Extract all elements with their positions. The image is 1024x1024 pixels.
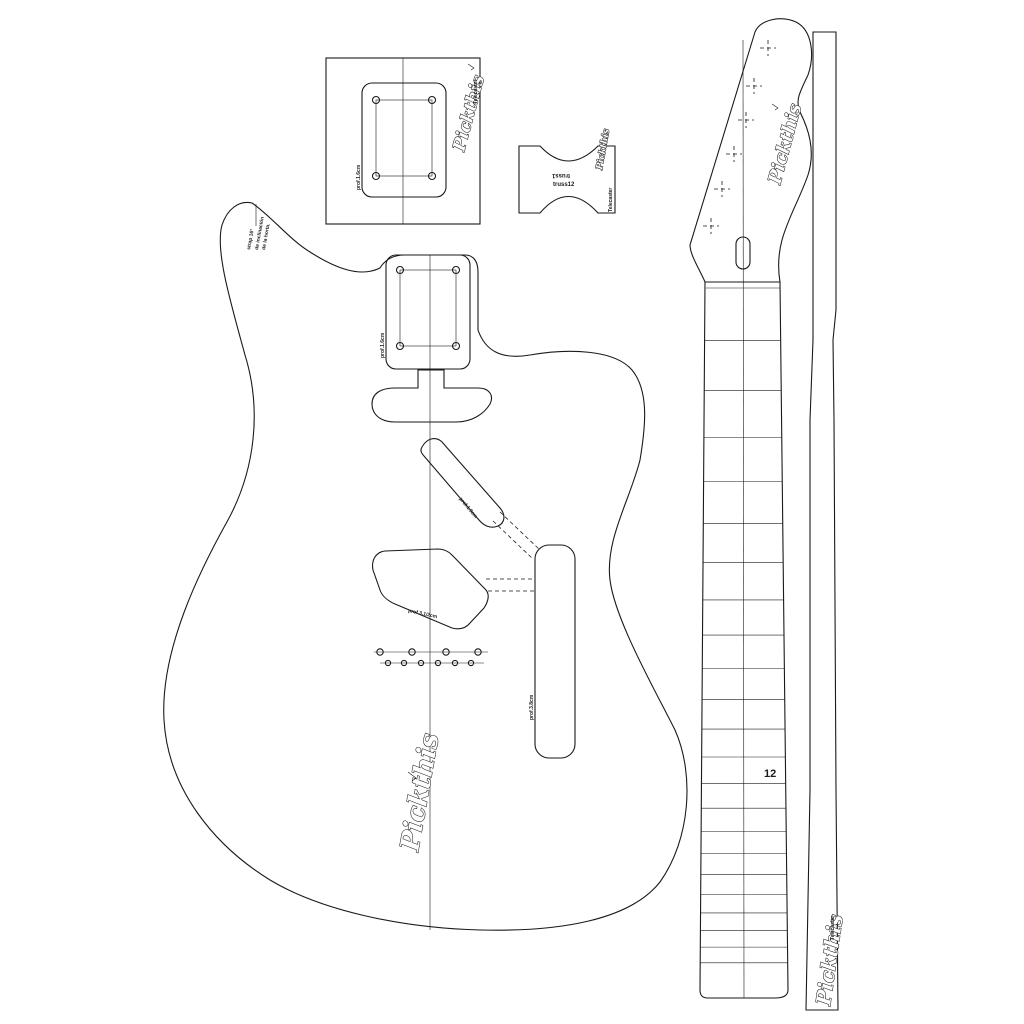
- brand-logo: Pickthis: [449, 73, 489, 155]
- neck-template: Pickthis 12: [689, 18, 813, 999]
- bolt-hole-icon: [395, 341, 405, 351]
- model-label: Telecaster: [473, 80, 479, 104]
- guitar-body-template: strap 16° de inclinación de la horta. pr…: [163, 201, 688, 931]
- truss-label-top: truss1: [551, 172, 570, 178]
- bolt-hole-icon: [371, 171, 381, 181]
- truss-template-outline: [518, 145, 616, 214]
- neck-pocket-outline: [385, 254, 471, 370]
- ferrule-hole-icon: [408, 648, 416, 656]
- bolt-hole-icon: [451, 341, 461, 351]
- neck-pocket-depth-label: prof.1.6cm: [380, 332, 386, 358]
- profile-model-label: Telecaster: [830, 916, 836, 940]
- slanted-pickup-route: [420, 438, 505, 528]
- ferrule-hole-icon: [434, 659, 442, 667]
- ferrule-hole-icon: [376, 648, 384, 656]
- truss-label-bottom: truss12: [553, 182, 575, 188]
- strap-note-1: strap 16°: [246, 228, 256, 250]
- ferrule-hole-icon: [417, 659, 425, 667]
- bolt-hole-icon: [427, 171, 437, 181]
- wire-channel: [499, 511, 541, 551]
- neck-plate-pocket-outline: [361, 82, 447, 198]
- pickup-depth-label: prof.1.9cm: [457, 496, 478, 520]
- headstock-outline: [689, 18, 813, 283]
- fret-12-marker: 12: [764, 768, 776, 780]
- bolt-hole-icon: [371, 95, 381, 105]
- neck-plate-template: prof.1.6cm Pickthis Telecaster: [325, 57, 490, 225]
- strap-note-2: de inclinación: [254, 216, 266, 250]
- bridge-route: [534, 544, 576, 759]
- ferrule-hole-icon: [467, 659, 475, 667]
- truss-rod-template: truss1 truss12 Pickthis Telecaster: [518, 128, 616, 214]
- tuner-marks: [703, 40, 776, 234]
- neck-pickup-route: [371, 369, 493, 423]
- wire-channel: [492, 520, 534, 560]
- ferrule-hole-icon: [442, 648, 450, 656]
- ferrule-hole-icon: [400, 659, 408, 667]
- body-outline: [163, 201, 688, 931]
- ferrule-hole-icon: [384, 659, 392, 667]
- control-cavity-depth-label: prof.3.1/2cm: [408, 608, 439, 620]
- logo-swash-icon: [467, 63, 475, 71]
- fretboard-outline: [699, 281, 789, 999]
- bolt-hole-icon: [395, 265, 405, 275]
- ferrule-hole-icon: [474, 648, 482, 656]
- neck-pocket-bolt-rect: [399, 269, 457, 347]
- control-cavity-route: [372, 548, 489, 630]
- brand-logo-small: Pickthis: [595, 128, 612, 171]
- string-ferrule-row: [374, 648, 488, 667]
- neck-profile-outline: [805, 31, 839, 1011]
- neck-plate-depth-label: prof.1.6cm: [356, 164, 362, 190]
- strap-note-3: de la horta.: [261, 222, 272, 250]
- body-brand-logo: Pickthis: [395, 731, 445, 854]
- bridge-route-depth-label: prof.3.8cm: [529, 694, 535, 720]
- bolt-hole-icon: [427, 95, 437, 105]
- logo-swash-icon: [407, 771, 417, 782]
- truss-model-label: Telecaster: [608, 188, 614, 212]
- headstock-brand-logo: Pickthis: [764, 101, 806, 187]
- neck-profile-template: Pickthis Telecaster: [805, 31, 848, 1011]
- fret-lines: [700, 340, 788, 964]
- ferrule-hole-icon: [451, 659, 459, 667]
- bolt-hole-icon: [451, 265, 461, 275]
- logo-swash-icon: [771, 103, 779, 111]
- neck-plate-bolt-rect: [375, 99, 433, 177]
- neck-centerline: [742, 39, 745, 999]
